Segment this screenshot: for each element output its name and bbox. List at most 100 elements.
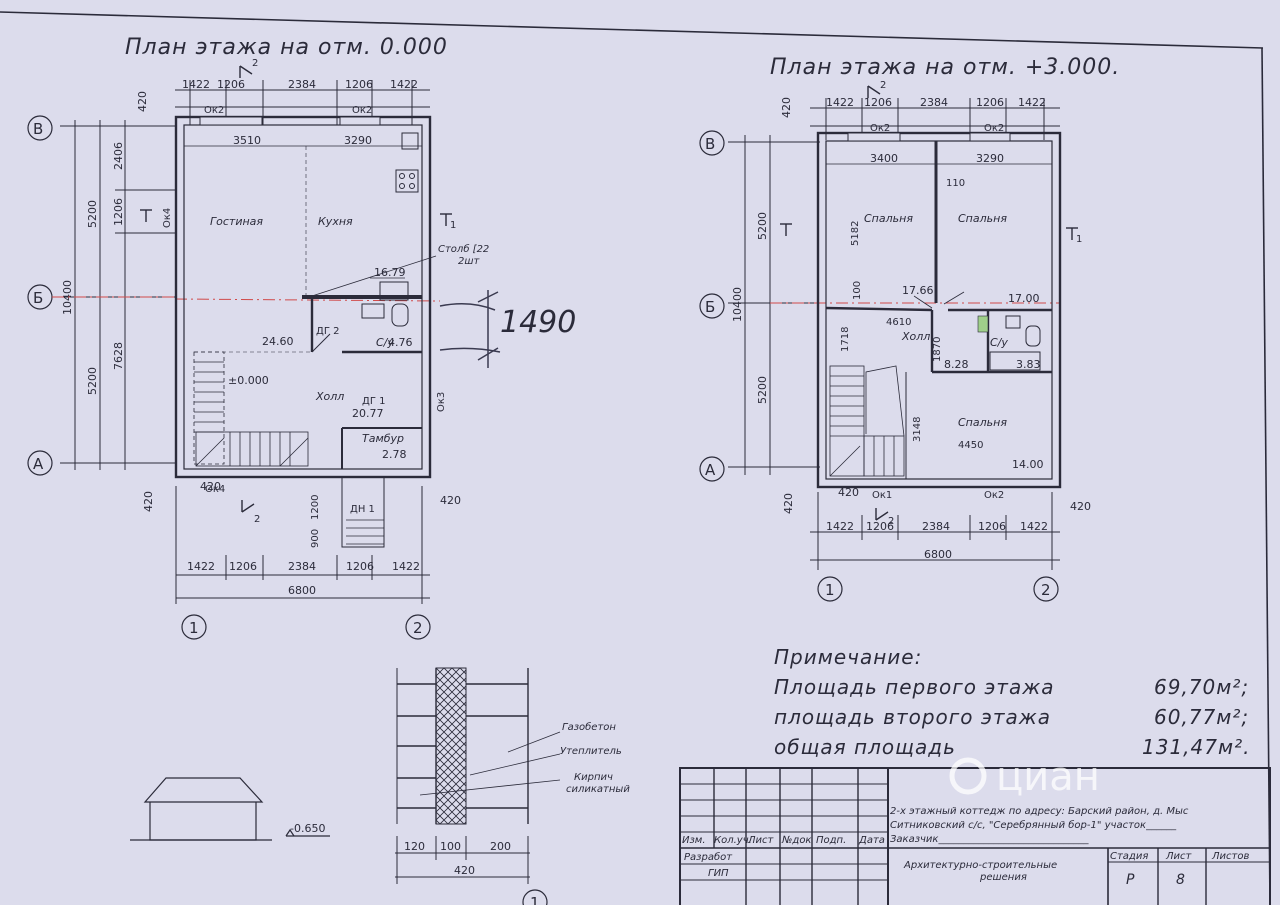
plan1-overall-width: 6800 [288, 584, 316, 597]
plan2-view-mark-left [780, 223, 792, 236]
plan2-room-bedroom-1: Спальня [864, 212, 913, 225]
plan1-door-entrance: ДН 1 [350, 504, 375, 515]
plan1-overall-height: 10400 [61, 280, 74, 315]
plan2-stairs [829, 365, 905, 477]
plan2-inner-dim-9: 3148 [912, 417, 923, 442]
plan2-dim-bottom-1: 1422 [826, 520, 854, 533]
plan2-left-dimensions [728, 135, 820, 475]
svg-text:В: В [33, 120, 43, 138]
plan1-area-living: 24.60 [262, 335, 294, 348]
svg-text:1: 1 [189, 619, 199, 637]
stamp-sheet-header: Лист [1165, 851, 1193, 862]
plan1-wall-offset-bottom: 420 [200, 480, 221, 493]
plan1-dim-bottom-4: 1206 [346, 560, 374, 573]
stamp-project-2: Ситниковский с/с, "Серебрянный бор-1" уч… [890, 819, 1177, 831]
stamp-stage-header: Стадия [1110, 851, 1148, 862]
plan2-dim-bottom-4: 1206 [978, 520, 1006, 533]
plan1-area-vestibule: 2.78 [382, 448, 407, 461]
plan2-dim-bottom-5: 1422 [1020, 520, 1048, 533]
plan2-room-bedroom-3: Спальня [958, 416, 1007, 429]
plan1-area-hall: 20.77 [352, 407, 384, 420]
plan2-window-1: Ок2 [870, 123, 890, 134]
plan1-view-mark: 1 [440, 213, 456, 231]
watermark: циан [949, 754, 1100, 800]
plan2-view-mark-right: 1 [1066, 227, 1082, 245]
plan1-handwritten-dim [439, 290, 501, 368]
plan2-inner-dim-10: 4450 [958, 440, 983, 451]
plan1-dim-left-2: 1206 [112, 198, 125, 226]
svg-text:1: 1 [450, 220, 456, 231]
plan1-dim-top-3: 2384 [288, 78, 316, 91]
plan2-axis-a: А [699, 456, 725, 482]
svg-text:А: А [705, 461, 716, 479]
plan1-section-mark-bottom: 2 [254, 514, 260, 525]
plan1-window-2: Ок2 [352, 105, 372, 116]
layer-silicate: силикатный [566, 784, 630, 795]
plan2-window-2: Ок2 [984, 123, 1004, 134]
plan1-bottom-dimensions [175, 486, 430, 604]
stamp-section-1: Архитектурно-строительные [903, 860, 1057, 871]
plan2-inner-dim-5: 100 [852, 281, 863, 300]
plan2-dim-left-2: 5200 [756, 376, 769, 404]
stamp-stage: Р [1126, 872, 1135, 888]
plan2-section-mark-top: 2 [880, 80, 886, 91]
plan1-window-4: Ок4 [205, 484, 225, 495]
plan2-inner-dim-7: 1718 [840, 327, 851, 352]
plan1-column-label-1: Столб [22 [438, 243, 489, 255]
plan2-dim-top-5: 1422 [1018, 96, 1046, 109]
notes-label-1: Площадь первого этажа [774, 675, 1054, 699]
section-dim-2: 100 [440, 840, 461, 853]
plan2-dim-left-1: 5200 [756, 212, 769, 240]
plan2-dim-top-4: 1206 [976, 96, 1004, 109]
plan1-handwritten-1490: 1490 [500, 305, 576, 340]
plan1-room-living: Гостиная [210, 215, 263, 228]
svg-text:1: 1 [1076, 234, 1082, 245]
plan1-dim-left-4: 5200 [86, 200, 99, 228]
plan1-room-wc: С/у [376, 336, 394, 349]
plan1-dim-bottom-2: 1206 [229, 560, 257, 573]
plan2-window-3: Ок1 [872, 490, 892, 501]
plan1-dim-top-4: 1206 [345, 78, 373, 91]
plan2-title: План этажа на отм. +3.000. [770, 55, 1120, 80]
plan1-dim-top-1: 1422 [182, 78, 210, 91]
plan1-column-label-2: 2шт [458, 256, 481, 267]
plan2-axis-b: Б [699, 293, 725, 319]
house-elevation [130, 777, 330, 841]
plan2-dim-top-3: 2384 [920, 96, 948, 109]
plan1-porch-dim-1: 1200 [310, 495, 321, 520]
plan1-stairs [194, 361, 309, 467]
plan1-title: План этажа на отм. 0.000 [125, 35, 448, 60]
plan2-wall-offset-bottom: 420 [838, 486, 859, 499]
plan2-wall-offset-right: 420 [1070, 500, 1091, 513]
plan1-axis-a: А [27, 450, 53, 476]
plan1-window-5: Ок3 [436, 392, 447, 412]
svg-text:Б: Б [33, 289, 43, 307]
plan2-window-4: Ок2 [984, 490, 1004, 501]
notes-label-3: общая площадь [774, 735, 956, 759]
plan1-window-1: Ок2 [204, 105, 224, 116]
svg-text:2: 2 [413, 619, 423, 637]
plan2-dim-bottom-3: 2384 [922, 520, 950, 533]
plan2-inner-dim-2: 3290 [976, 152, 1004, 165]
plan1-room-vestibule: Тамбур [362, 432, 404, 445]
svg-text:В: В [705, 135, 715, 153]
title-block [679, 767, 1271, 905]
notes-value-1: 69,70м²; [1154, 675, 1249, 699]
plan1-dim-left-1: 2406 [112, 142, 125, 170]
plan2-wall-offset-left: 420 [782, 493, 795, 514]
plan1-dim-bottom-3: 2384 [288, 560, 316, 573]
plan2-area-4: 3.83 [1016, 358, 1041, 371]
plan2-axis-v: В [699, 130, 725, 156]
stamp-project-1: 2-х этажный коттедж по адресу: Барский р… [890, 806, 1189, 817]
plan1-porch-dim-2: 900 [310, 529, 321, 548]
plan1-room-hall: Холл [315, 390, 344, 403]
plan1-axis-v: В [27, 115, 53, 141]
plan1-section-mark-top: 2 [252, 58, 258, 69]
plan2-outer-wall [816, 131, 1062, 489]
plan1-inner-dim-1: 3510 [233, 134, 261, 147]
layer-insulation: Утеплитель [560, 746, 622, 757]
plan1-outer-wall [174, 115, 432, 479]
notes-label-2: площадь второго этажа [774, 705, 1051, 729]
stamp-col-2: Кол.уч. [714, 835, 752, 846]
